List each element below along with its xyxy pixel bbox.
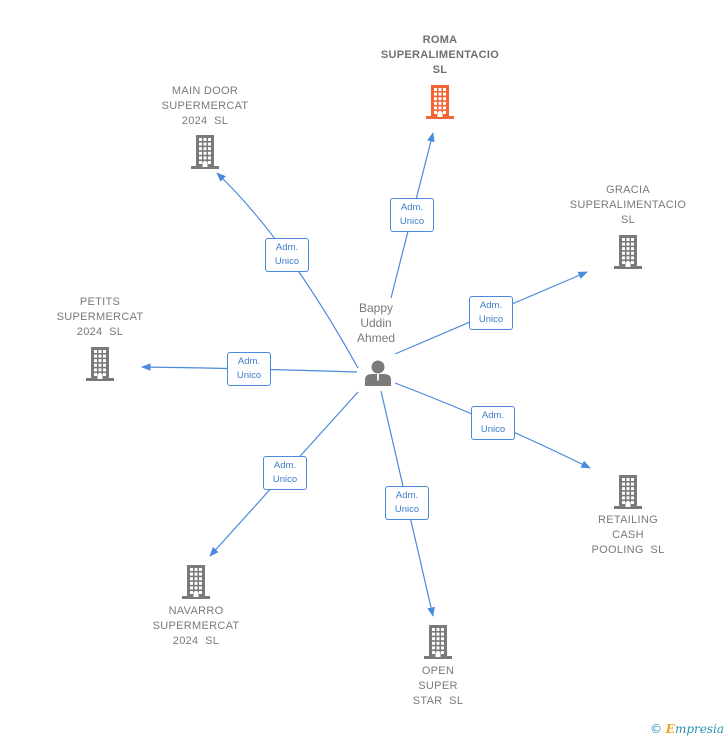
building-icon[interactable] — [189, 134, 221, 175]
building-icon[interactable] — [612, 474, 644, 515]
footer-brand: © Empresia — [650, 722, 724, 736]
copyright-icon: © — [649, 722, 662, 736]
person-name[interactable]: Bappy Uddin Ahmed — [356, 301, 396, 345]
brand-logo-text: mpresia — [674, 722, 724, 736]
brand-logo-initial: E — [665, 722, 675, 736]
role-label-open-super[interactable]: Adm.Unico — [385, 486, 429, 520]
role-label-main-door[interactable]: Adm.Unico — [265, 238, 309, 272]
role-label-retailing[interactable]: Adm.Unico — [471, 406, 515, 440]
person-icon[interactable] — [364, 358, 392, 391]
building-icon[interactable] — [422, 624, 454, 665]
role-label-petits[interactable]: Adm.Unico — [227, 352, 271, 386]
role-label-gracia[interactable]: Adm.Unico — [469, 296, 513, 330]
building-icon[interactable] — [612, 234, 644, 275]
building-icon[interactable] — [424, 84, 456, 125]
building-icon[interactable] — [180, 564, 212, 605]
role-label-navarro[interactable]: Adm.Unico — [263, 456, 307, 490]
building-icon[interactable] — [84, 346, 116, 387]
role-label-roma[interactable]: Adm.Unico — [390, 198, 434, 232]
